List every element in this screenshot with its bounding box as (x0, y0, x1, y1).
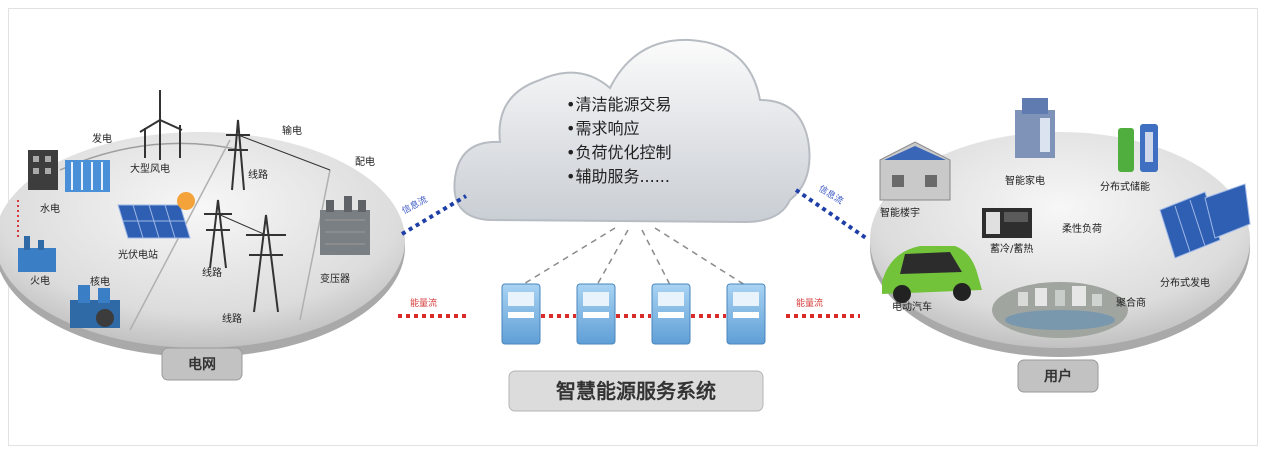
cloud-meter-connectors (521, 227, 746, 286)
label-cold-heat: 蓄冷/蓄热 (990, 242, 1033, 255)
label-solar: 光伏电站 (118, 248, 158, 261)
info-flow-label-right: 信息流 (816, 182, 845, 206)
label-nuclear: 核电 (90, 275, 110, 288)
hydro-plant-icon (28, 150, 110, 192)
wind-turbine-icon (139, 90, 183, 160)
user-name-plate: 用户 (1017, 359, 1099, 393)
transmission-tower-icon (204, 119, 331, 313)
label-transformer: 变压器 (320, 272, 350, 285)
system-title: 智慧能源服务系统 (556, 379, 716, 403)
label-generation: 发电 (92, 132, 112, 145)
info-flow-lines (400, 188, 868, 240)
label-aggregator: 聚合商 (1116, 296, 1146, 309)
user-name: 用户 (1044, 368, 1072, 385)
smart-meter (726, 283, 766, 345)
nuclear-plant-icon (70, 285, 120, 328)
distributed-solar-icon (1159, 183, 1251, 259)
label-line-1: 线路 (248, 168, 268, 181)
cloud-service-2: •需求响应 (566, 119, 639, 138)
label-transmission: 输电 (282, 124, 302, 137)
cloud-service-1: •清洁能源交易 (566, 95, 671, 114)
grid-name: 电网 (188, 356, 216, 373)
storage-battery-icon (1118, 124, 1158, 172)
aggregator-icon (992, 282, 1128, 338)
energy-flow-label-left: 能量流 (410, 297, 437, 309)
smart-meter (501, 283, 541, 345)
label-line-2: 线路 (202, 266, 222, 279)
label-smart-building: 智能楼宇 (880, 206, 920, 219)
label-flexible-load: 柔性负荷 (1062, 222, 1102, 235)
label-ev: 电动汽车 (892, 300, 932, 313)
label-line-3: 线路 (222, 312, 242, 325)
thermal-plant-icon (17, 200, 56, 272)
label-smart-appliance: 智能家电 (1005, 174, 1045, 187)
cold-heat-storage-icon (982, 208, 1032, 238)
info-flow-label-left: 信息流 (400, 193, 429, 216)
transformer-icon (320, 196, 370, 255)
grid-name-plate: 电网 (161, 347, 243, 381)
label-thermal: 火电 (30, 274, 50, 287)
electric-car-icon (882, 246, 982, 303)
solar-station-icon (117, 192, 195, 239)
smart-meter (651, 283, 691, 345)
label-distributed-gen: 分布式发电 (1160, 276, 1210, 289)
cloud-platform (453, 38, 811, 224)
label-hydro: 水电 (40, 202, 60, 215)
cloud-service-4: •辅助服务...... (566, 167, 670, 186)
cloud-service-3: •负荷优化控制 (566, 143, 671, 162)
smart-meter (576, 283, 616, 345)
smart-appliance-icon (1015, 98, 1055, 158)
energy-flow-label-right: 能量流 (796, 297, 823, 309)
label-dist-storage: 分布式储能 (1100, 180, 1150, 193)
label-wind: 大型风电 (130, 162, 170, 175)
system-title-plate: 智慧能源服务系统 (508, 370, 764, 412)
label-distribution: 配电 (355, 155, 375, 168)
smart-building-icon (879, 141, 951, 201)
